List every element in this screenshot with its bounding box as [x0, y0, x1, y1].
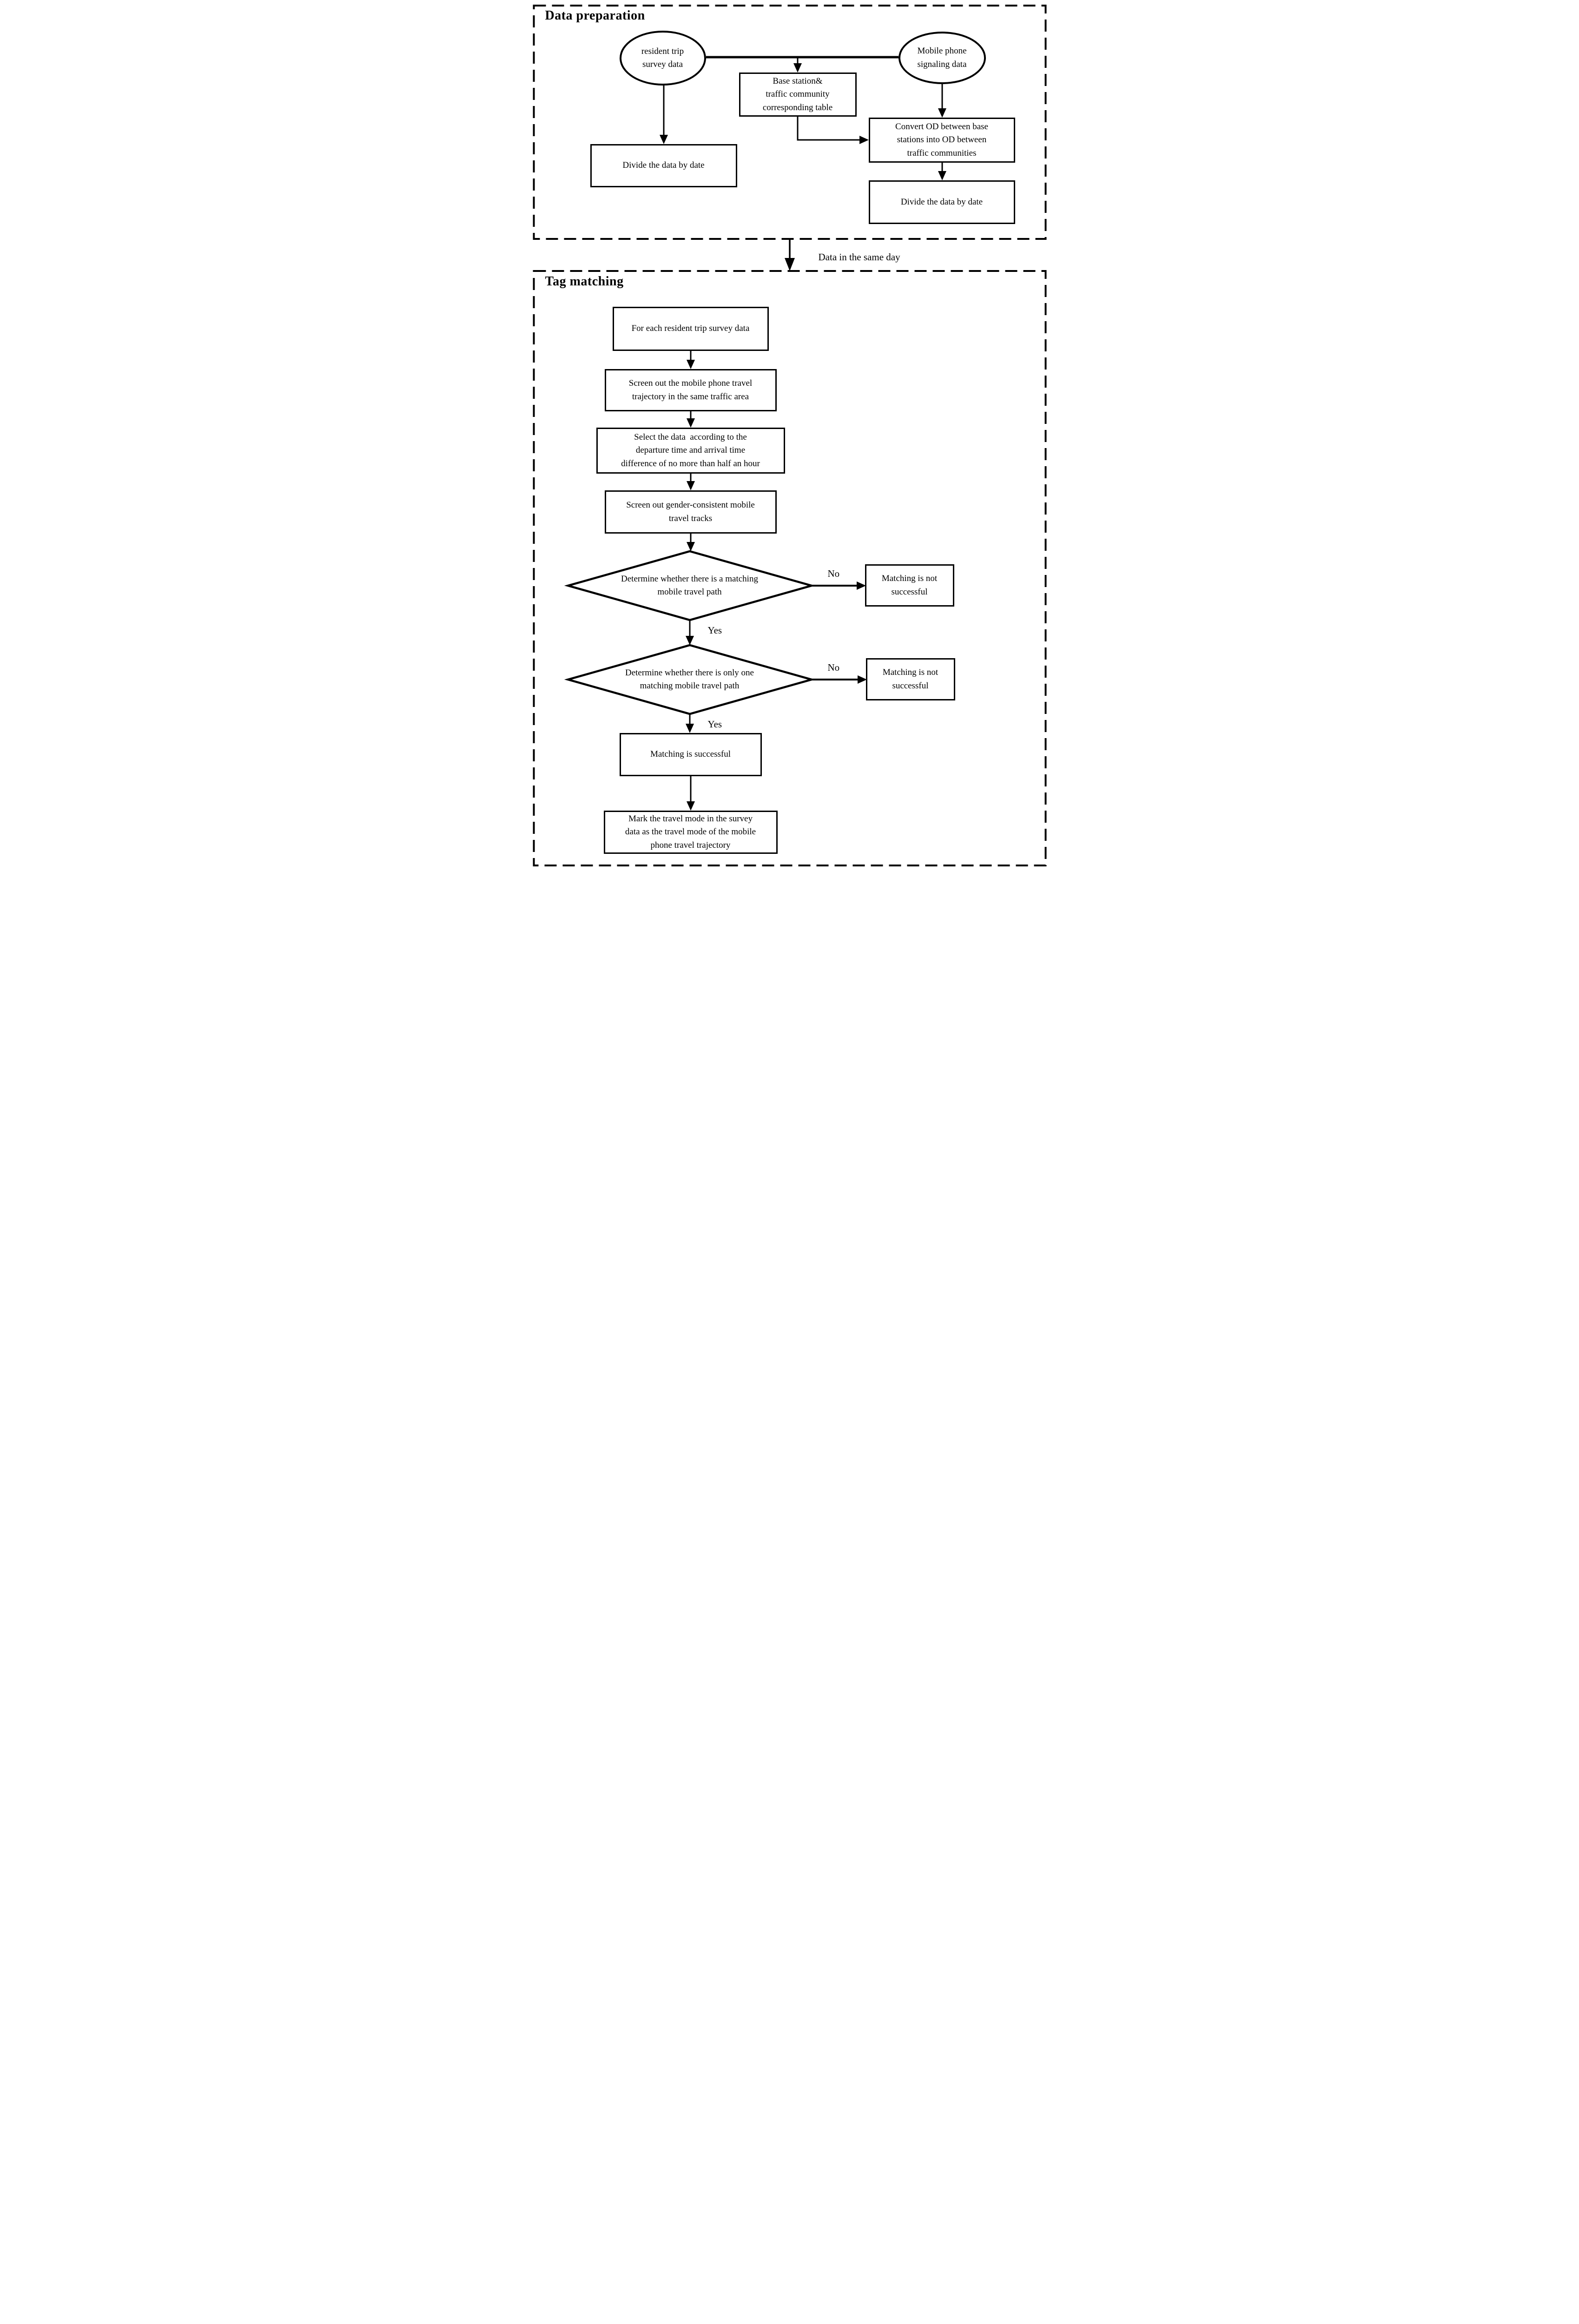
arrowhead-to-convert	[938, 108, 946, 118]
node-convert-od: Convert OD between base stations into OD…	[868, 118, 1015, 163]
arrowhead-section-connector	[784, 258, 795, 271]
arrowhead-to-decision2	[685, 636, 694, 645]
arrowhead-to-screen-trajectory	[686, 360, 695, 369]
node-screen-trajectory: Screen out the mobile phone travel traje…	[604, 369, 777, 411]
node-resident-trip-survey-data: resident trip survey data	[619, 31, 706, 86]
section-title-tag-matching: Tag matching	[545, 274, 624, 289]
line-base-to-convert	[797, 117, 860, 141]
label-data-same-day: Data in the same day	[818, 251, 900, 263]
connector-layer	[533, 5, 1046, 866]
arrowhead-to-decision1	[686, 542, 695, 551]
decision-diamond-1	[564, 550, 815, 621]
decision-diamond-2	[564, 644, 815, 715]
arrowhead-to-divide-right	[938, 171, 946, 180]
node-mobile-phone-signaling-data: Mobile phone signaling data	[898, 32, 986, 84]
arrowhead-no-decision2	[857, 675, 867, 684]
node-divide-by-date-left: Divide the data by date	[590, 144, 737, 187]
arrowhead-to-mark	[686, 801, 695, 811]
label-yes-2: Yes	[707, 719, 722, 730]
flowchart: Data preparation Tag matching resident t…	[526, 0, 1053, 872]
node-screen-gender: Screen out gender-consistent mobile trav…	[604, 490, 777, 534]
label-no-1: No	[827, 568, 840, 579]
node-matching-successful: Matching is successful	[619, 733, 762, 776]
label-no-2: No	[827, 662, 840, 673]
section-title-data-preparation: Data preparation	[545, 8, 645, 23]
node-base-station-table: Base station& traffic community correspo…	[739, 73, 857, 117]
decision-only-one-path-text: Determine whether there is only one matc…	[625, 667, 754, 691]
node-mark-travel-mode: Mark the travel mode in the survey data …	[603, 811, 778, 854]
label-yes-1: Yes	[707, 625, 722, 636]
arrowhead-to-screen-gender	[686, 481, 695, 490]
arrowhead-no-decision1	[856, 581, 866, 590]
node-matching-not-successful-2: Matching is not successful	[865, 658, 955, 700]
arrowhead-to-divide-left	[659, 135, 668, 144]
node-matching-not-successful-1: Matching is not successful	[865, 564, 954, 607]
arrowhead-to-select-time	[686, 418, 695, 428]
arrowhead-to-base-station	[793, 63, 802, 73]
arrowhead-base-to-convert	[859, 136, 869, 144]
decision-matching-path-text: Determine whether there is a matching mo…	[621, 574, 758, 597]
arrowhead-to-success	[685, 724, 694, 733]
node-divide-by-date-right: Divide the data by date	[868, 180, 1015, 224]
node-for-each-survey: For each resident trip survey data	[612, 307, 769, 351]
node-select-departure-arrival: Select the data according to the departu…	[596, 428, 785, 474]
